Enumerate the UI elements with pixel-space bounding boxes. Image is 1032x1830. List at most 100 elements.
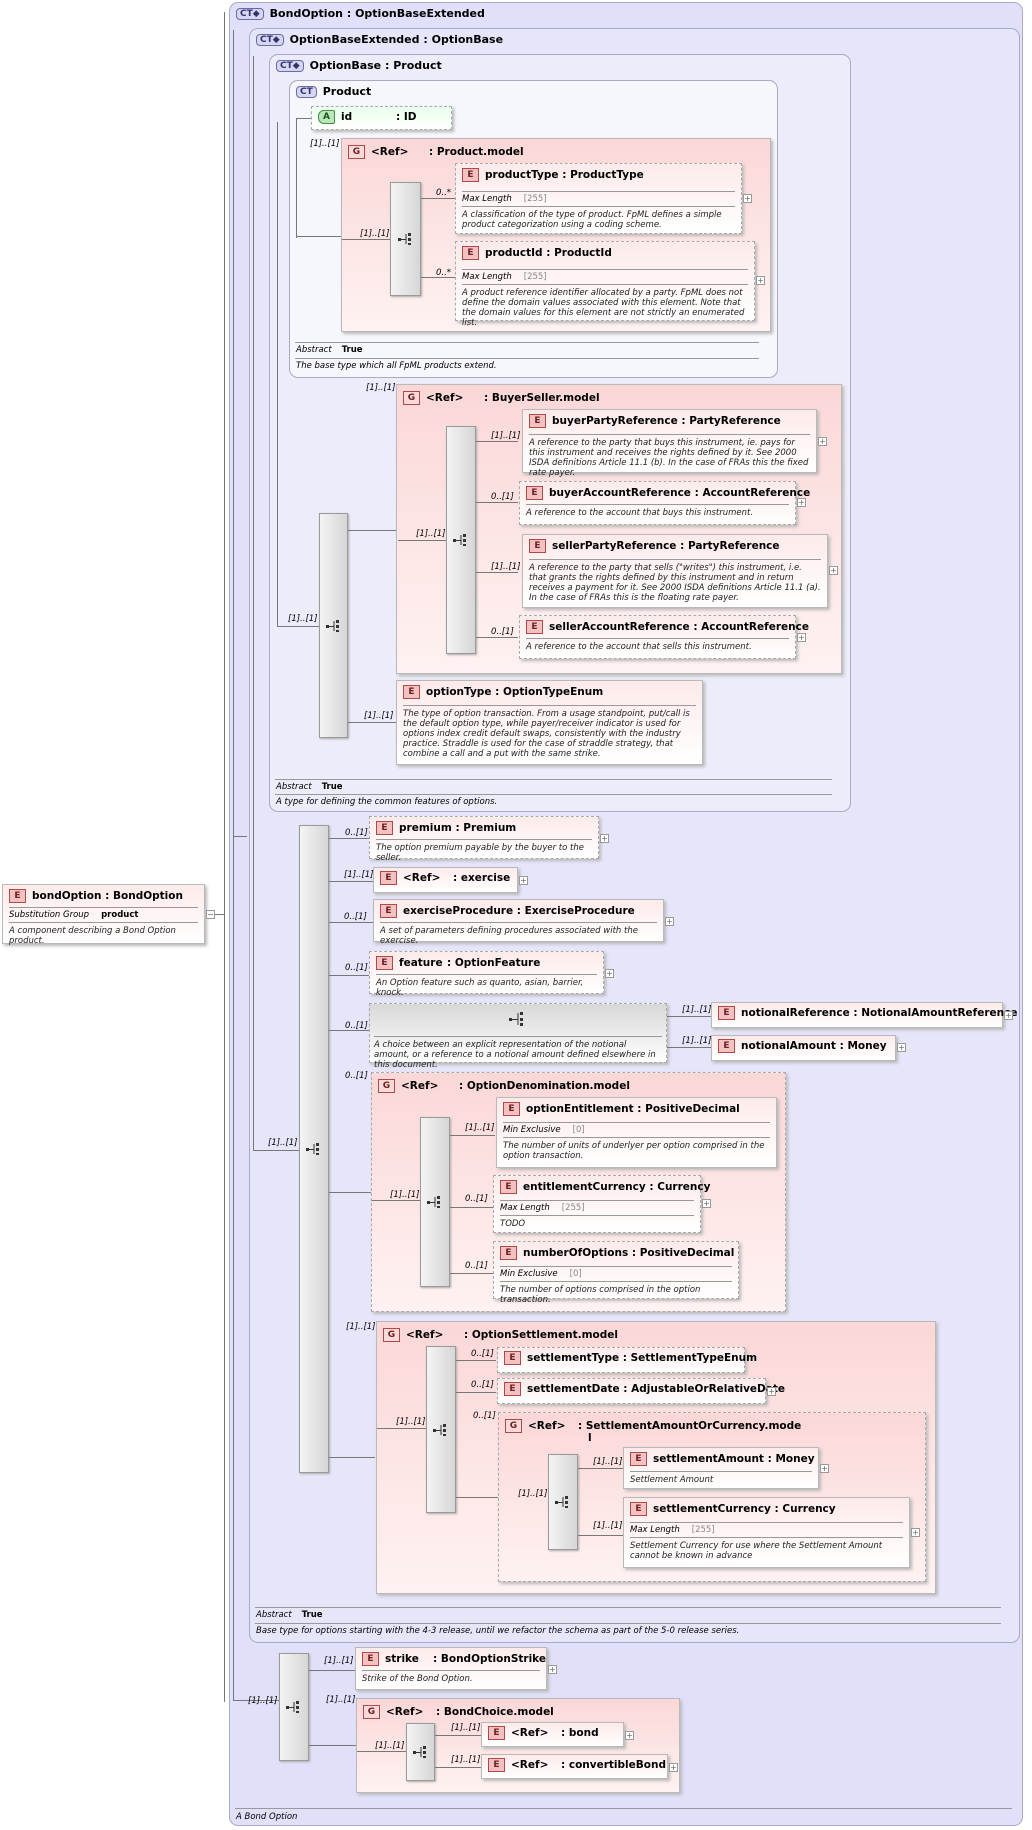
expand-icon[interactable]: +: [625, 1731, 634, 1740]
cardinality: [1]..[1]: [310, 139, 340, 149]
expand-icon[interactable]: +: [600, 834, 609, 843]
expand-icon[interactable]: +: [519, 876, 528, 885]
sequence-box[interactable]: [548, 1454, 578, 1550]
sequence-box[interactable]: [279, 1653, 309, 1761]
element-name: bondOption: [32, 890, 102, 902]
cardinality: [1]..[1]: [248, 1696, 278, 1706]
expand-icon[interactable]: +: [797, 498, 806, 507]
element-icon: E: [362, 1652, 379, 1666]
type-description: Base type for options starting with the …: [256, 1626, 740, 1636]
element-icon: E: [462, 168, 479, 182]
complextype-icon: CT◆: [256, 34, 284, 46]
group-icon: G: [348, 145, 365, 159]
expand-icon[interactable]: +: [911, 1528, 920, 1537]
element-description: A component describing a Bond Option pro…: [9, 922, 198, 946]
element-icon: E: [718, 1039, 735, 1053]
element-icon: E: [718, 1006, 735, 1020]
sequence-box[interactable]: [446, 426, 476, 654]
expand-icon[interactable]: +: [897, 1043, 906, 1052]
expand-icon[interactable]: +: [548, 1665, 557, 1674]
element-bond[interactable]: E<Ref>: bond: [481, 1722, 624, 1747]
cardinality: [1]..[1]: [360, 229, 390, 239]
element-icon: E: [500, 1180, 517, 1194]
element-type: BondOption: [113, 890, 183, 902]
group-icon: G: [505, 1419, 522, 1433]
expand-icon[interactable]: +: [669, 1763, 678, 1772]
element-icon: E: [9, 889, 26, 903]
sequence-box[interactable]: [406, 1723, 435, 1781]
expand-icon[interactable]: +: [756, 276, 765, 285]
element-icon: E: [526, 620, 543, 634]
expand-icon[interactable]: +: [1004, 1011, 1013, 1020]
sequence-icon: [412, 1746, 426, 1758]
expand-icon[interactable]: +: [702, 1199, 711, 1208]
sequence-box[interactable]: [319, 513, 348, 738]
type-description: A type for defining the common features …: [276, 797, 498, 807]
choice-icon: [509, 1012, 523, 1026]
complextype-icon: CT◆: [236, 8, 264, 20]
expand-icon[interactable]: +: [820, 1464, 829, 1473]
expand-icon[interactable]: +: [743, 194, 752, 203]
sequence-icon: [433, 1423, 446, 1436]
sequence-box[interactable]: [420, 1117, 450, 1287]
sequence-icon: [286, 1701, 299, 1713]
expand-icon[interactable]: +: [818, 437, 827, 446]
sequence-icon: [306, 1143, 319, 1155]
element-icon: E: [503, 1102, 520, 1116]
expand-icon[interactable]: +: [605, 969, 614, 978]
element-icon: E: [504, 1351, 521, 1365]
connector: [208, 914, 224, 915]
complextype-icon: CT◆: [276, 60, 304, 72]
type-description: The base type which all FpML products ex…: [296, 361, 497, 371]
expand-icon[interactable]: +: [767, 1387, 776, 1396]
expand-icon[interactable]: +: [829, 566, 838, 575]
element-icon: E: [380, 904, 397, 918]
expand-icon[interactable]: −: [206, 910, 215, 919]
expand-icon[interactable]: +: [797, 633, 806, 642]
group-icon: G: [403, 391, 420, 405]
expand-icon[interactable]: +: [665, 917, 674, 926]
group-icon: G: [383, 1328, 400, 1342]
cardinality: [1]..[1]: [288, 614, 318, 624]
element-exercise[interactable]: E<Ref>: exercise: [373, 867, 518, 893]
element-icon: E: [529, 414, 546, 428]
sequence-box[interactable]: [426, 1346, 456, 1513]
element-icon: E: [526, 486, 543, 500]
element-icon: E: [488, 1726, 505, 1740]
attribute-icon: A: [318, 110, 335, 124]
sequence-box[interactable]: [390, 182, 421, 296]
choice-notional[interactable]: A choice between an explicit representat…: [369, 1003, 667, 1070]
element-icon: E: [403, 685, 420, 699]
element-icon: E: [529, 539, 546, 553]
cardinality: [1]..[1]: [268, 1138, 298, 1148]
complextype-icon: CT: [296, 86, 317, 98]
sequence-box[interactable]: [299, 825, 329, 1473]
element-icon: E: [380, 871, 397, 885]
type-description: A Bond Option: [236, 1812, 298, 1822]
element-icon: E: [504, 1382, 521, 1396]
element-icon: E: [376, 821, 393, 835]
element-convertibleBond[interactable]: E<Ref>: convertibleBond: [481, 1754, 668, 1779]
